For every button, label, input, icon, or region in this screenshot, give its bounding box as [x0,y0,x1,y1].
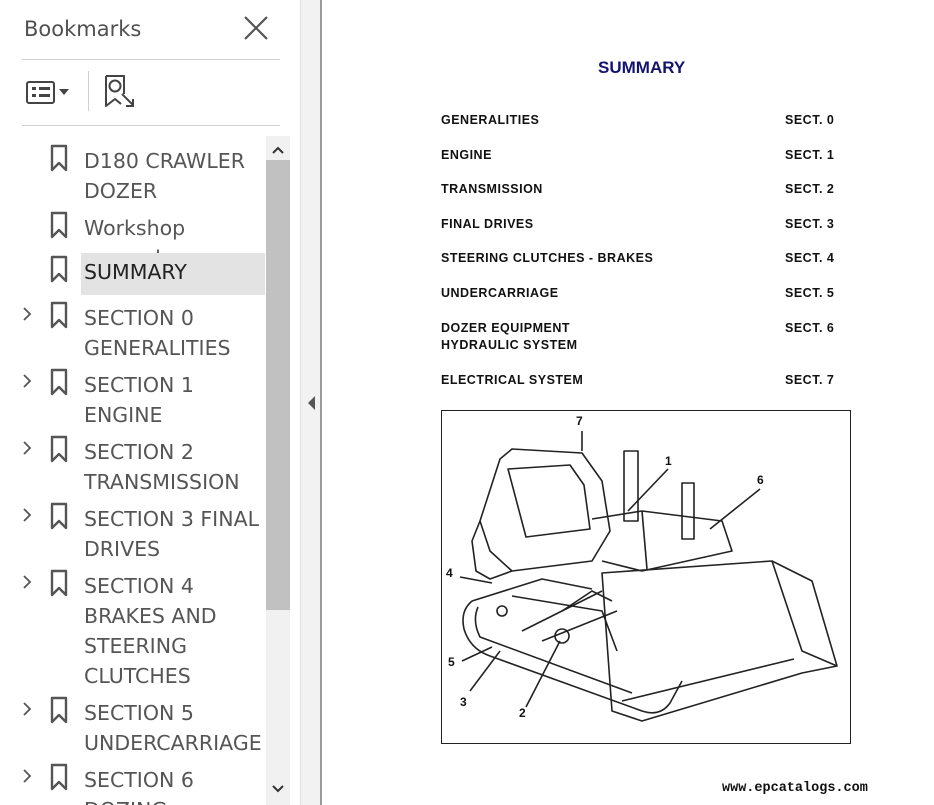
toc-row: ELECTRICAL SYSTEM SECT. 7 [441,372,841,408]
bookmark-label: SECTION 1 ENGINE [84,373,194,427]
chevron-right-icon[interactable] [20,508,34,522]
figure-callout: 5 [448,655,455,669]
bookmark-item[interactable]: SECTION 1 ENGINE [0,366,266,434]
bookmark-label: SUMMARY [84,260,187,284]
bookmark-item[interactable]: SECTION 3 FINAL DRIVES [0,500,266,568]
bookmark-icon [50,763,68,791]
panel-splitter[interactable] [300,0,322,805]
figure-callout: 3 [460,695,467,709]
chevron-up-icon [272,146,284,154]
chevron-right-icon[interactable] [20,702,34,716]
toolbar-separator [88,71,89,111]
toc-section-number: SECT. 2 [785,182,835,196]
scroll-thumb[interactable] [266,160,290,610]
close-icon [244,16,268,40]
bookmarks-panel: Bookmarks D180 CRAWLER DOZER Workshop man… [0,0,300,805]
toc-section-number: SECT. 7 [785,373,835,387]
bookmark-item[interactable]: SECTION 4 BRAKES AND STEERING CLUTCHES [0,567,266,695]
bookmark-icon [50,435,68,463]
bookmark-item[interactable]: SECTION 6 DOZING [0,761,266,805]
figure-callout: 2 [519,706,526,720]
bookmark-item[interactable]: SECTION 0 GENERALITIES [0,299,266,367]
scroll-up-button[interactable] [266,138,290,162]
chevron-left-icon [308,396,315,410]
crawler-dozer-drawing [459,431,838,722]
bookmark-label: SECTION 6 DOZING [84,768,194,805]
find-current-bookmark-button[interactable] [100,72,138,110]
bookmark-scrollbar[interactable] [266,136,290,805]
toc-row: GENERALITIES SECT. 0 [441,112,841,148]
toc-section-number: SECT. 0 [785,113,835,127]
bookmarks-panel-title: Bookmarks [24,17,142,41]
toc-section-name: GENERALITIES [441,113,540,127]
bookmark-item[interactable]: Workshop manual [0,209,266,270]
find-bookmark-icon [105,75,134,107]
bookmark-label: SECTION 4 BRAKES AND STEERING CLUTCHES [84,574,217,688]
bookmark-label: SECTION 5 UNDERCARRIAGE [84,701,262,755]
chevron-right-icon[interactable] [20,575,34,589]
toc-section-number: SECT. 4 [785,251,835,265]
chevron-right-icon[interactable] [20,374,34,388]
bookmark-icon [50,368,68,396]
selection-highlight [81,253,265,295]
toc-row: UNDERCARRIAGE SECT. 5 [441,285,841,321]
chevron-right-icon[interactable] [20,441,34,455]
toc-row: TRANSMISSION SECT. 2 [441,181,841,217]
bookmark-icon [50,255,68,283]
bookmark-icon [50,696,68,724]
toolbar-divider [22,125,280,126]
document-page: SUMMARY GENERALITIES SECT. 0 ENGINE SECT. 1… [324,0,934,805]
toc-row: DOZER EQUIPMENT HYDRAULIC SYSTEM SECT. 6 [441,320,841,356]
bookmark-item[interactable]: SECTION 2 TRANSMISSION [0,433,266,501]
bookmark-options-button[interactable] [24,76,74,108]
figure-callout: 4 [446,566,453,580]
bookmark-icon [50,502,68,530]
panel-divider [22,59,280,60]
bookmark-icon [50,569,68,597]
bookmark-item[interactable]: SECTION 5 UNDERCARRIAGE [0,694,266,762]
toc-section-number: SECT. 6 [785,321,835,335]
chevron-right-icon[interactable] [20,769,34,783]
figure-callout: 1 [665,454,672,468]
bookmark-label: D180 CRAWLER DOZER [84,149,245,203]
bookmark-label: SECTION 3 FINAL DRIVES [84,507,260,561]
list-options-icon [26,81,69,104]
bookmark-item[interactable]: D180 CRAWLER DOZER [0,142,266,210]
dozer-illustration [441,410,851,744]
toc-row: STEERING CLUTCHES - BRAKES SECT. 4 [441,250,841,286]
toc-row: FINAL DRIVES SECT. 3 [441,216,841,252]
bookmark-tree: D180 CRAWLER DOZER Workshop manualSUMMARY… [0,136,266,805]
bookmark-label: SECTION 0 GENERALITIES [84,306,231,360]
bookmark-icon [50,301,68,329]
toc-section-name: ENGINE [441,148,492,162]
bookmark-icon [50,144,68,172]
chevron-down-icon [272,785,284,793]
toc-section-number: SECT. 3 [785,217,835,231]
figure-callout: 6 [757,473,764,487]
figure-callout: 7 [576,414,583,428]
toc-section-name: UNDERCARRIAGE [441,286,559,300]
scroll-down-button[interactable] [266,777,290,801]
page-title: SUMMARY [598,58,686,77]
bookmark-icon [50,211,68,239]
toc-section-name: TRANSMISSION [441,182,543,196]
collapse-panel-button[interactable] [305,393,319,413]
toc-section-name: DOZER EQUIPMENT HYDRAULIC SYSTEM [441,321,578,352]
bookmark-label: SECTION 2 TRANSMISSION [84,440,240,494]
watermark-url: www.epcatalogs.com [722,781,868,796]
toc-section-name: ELECTRICAL SYSTEM [441,373,584,387]
close-bookmarks-button[interactable] [240,12,272,44]
toc-row: ENGINE SECT. 1 [441,147,841,183]
bookmark-item[interactable]: SUMMARY [0,253,266,295]
toc-section-name: STEERING CLUTCHES - BRAKES [441,251,654,265]
chevron-right-icon[interactable] [20,307,34,321]
toc-section-name: FINAL DRIVES [441,217,534,231]
toc-section-number: SECT. 5 [785,286,835,300]
toc-section-number: SECT. 1 [785,148,835,162]
